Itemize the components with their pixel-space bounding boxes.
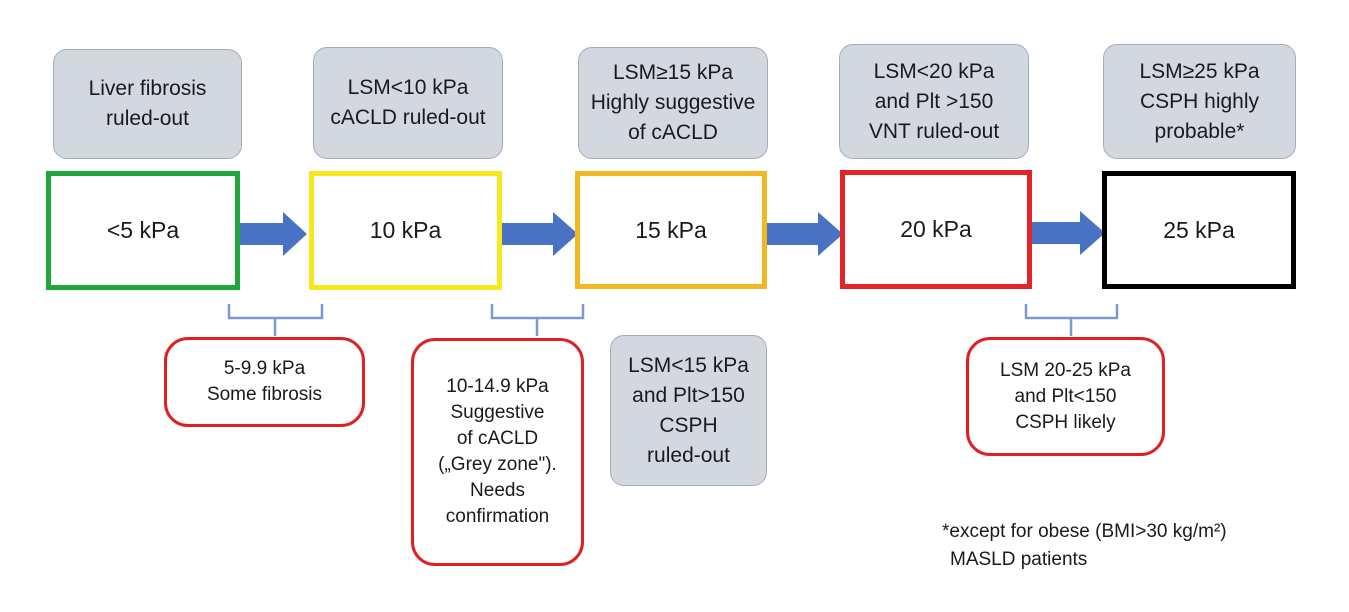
red-box-cspn-likely: LSM 20-25 kPa and Plt<150 CSPH likely <box>966 337 1165 456</box>
grey-box-text: Highly suggestive <box>590 91 756 114</box>
grey-box-text: ruled-out <box>647 443 730 467</box>
threshold-box-15: 15 kPa <box>575 171 767 289</box>
grey-box-text: LSM≥15 kPa <box>612 61 734 84</box>
footnote: *except for obese (BMI>30 kg/m²) MASLD p… <box>942 518 1342 574</box>
footnote-line: MASLD patients <box>950 549 1088 570</box>
grey-box-lsm-20: LSM<20 kPa and Plt >150 VNT ruled-out <box>839 44 1029 159</box>
grey-box-text: Liver fibrosis <box>88 77 207 100</box>
red-box-text: Some fibrosis <box>206 384 323 405</box>
threshold-box-20: 20 kPa <box>840 170 1032 289</box>
threshold-label: 25 kPa <box>1163 216 1235 243</box>
grey-box-text: CSPH highly <box>1139 89 1260 113</box>
grey-box-text: and Plt>150 <box>632 383 745 407</box>
footnote-line: *except for obese (BMI>30 kg/m²) <box>942 521 1227 542</box>
threshold-label: 20 kPa <box>900 216 972 242</box>
red-box-text: Needs <box>470 480 525 501</box>
grey-box-text: LSM≥25 kPa <box>1139 59 1260 83</box>
grey-box-lsm-25: LSM≥25 kPa CSPH highly probable* <box>1103 44 1296 159</box>
grey-box-text: VNT ruled-out <box>868 119 1000 143</box>
bracket-2 <box>490 304 585 336</box>
grey-box-text: and Plt >150 <box>874 89 994 113</box>
bracket-1 <box>227 304 324 336</box>
grey-box-text: LSM<10 kPa <box>347 76 469 99</box>
red-box-text: LSM 20-25 kPa <box>1000 359 1131 381</box>
red-box-text: CSPH likely <box>1015 411 1116 433</box>
bracket-3 <box>1024 304 1119 336</box>
red-box-some-fibrosis: 5-9.9 kPa Some fibrosis <box>164 337 365 427</box>
threshold-box-5: <5 kPa <box>46 171 240 290</box>
grey-box-text: ruled-out <box>106 107 189 130</box>
arrow-3 <box>766 212 843 256</box>
threshold-box-25: 25 kPa <box>1102 171 1296 289</box>
grey-box-text: CSPH <box>659 413 718 437</box>
red-box-text: Suggestive <box>450 402 545 423</box>
grey-box-lsm-10: LSM<10 kPa cACLD ruled-out <box>313 47 503 159</box>
grey-box-lsm-15-plt: LSM<15 kPa and Plt>150 CSPH ruled-out <box>610 335 767 486</box>
red-box-text: 5-9.9 kPa <box>223 358 306 379</box>
red-box-grey-zone: 10-14.9 kPa Suggestive of cACLD („Grey z… <box>411 338 584 566</box>
grey-box-text: cACLD ruled-out <box>330 106 486 129</box>
grey-box-liver-fibrosis: Liver fibrosis ruled-out <box>53 49 242 159</box>
grey-box-lsm-15: LSM≥15 kPa Highly suggestive of cACLD <box>578 47 768 159</box>
red-box-text: („Grey zone"). <box>438 454 557 475</box>
arrow-2 <box>502 212 578 256</box>
grey-box-text: LSM<20 kPa <box>873 59 995 83</box>
grey-box-text: of cACLD <box>628 121 718 144</box>
red-box-text: confirmation <box>445 506 550 527</box>
grey-box-text: probable* <box>1154 119 1245 143</box>
red-box-text: of cACLD <box>456 428 539 449</box>
arrow-1 <box>240 212 307 256</box>
threshold-label: 15 kPa <box>635 216 707 243</box>
threshold-label: 10 kPa <box>369 217 442 243</box>
red-box-text: and Plt<150 <box>1014 385 1117 407</box>
threshold-label: <5 kPa <box>106 217 180 243</box>
threshold-box-10: 10 kPa <box>309 171 502 290</box>
arrow-4 <box>1031 211 1105 255</box>
grey-box-text: LSM<15 kPa <box>628 353 749 377</box>
red-box-text: 10-14.9 kPa <box>446 376 549 397</box>
